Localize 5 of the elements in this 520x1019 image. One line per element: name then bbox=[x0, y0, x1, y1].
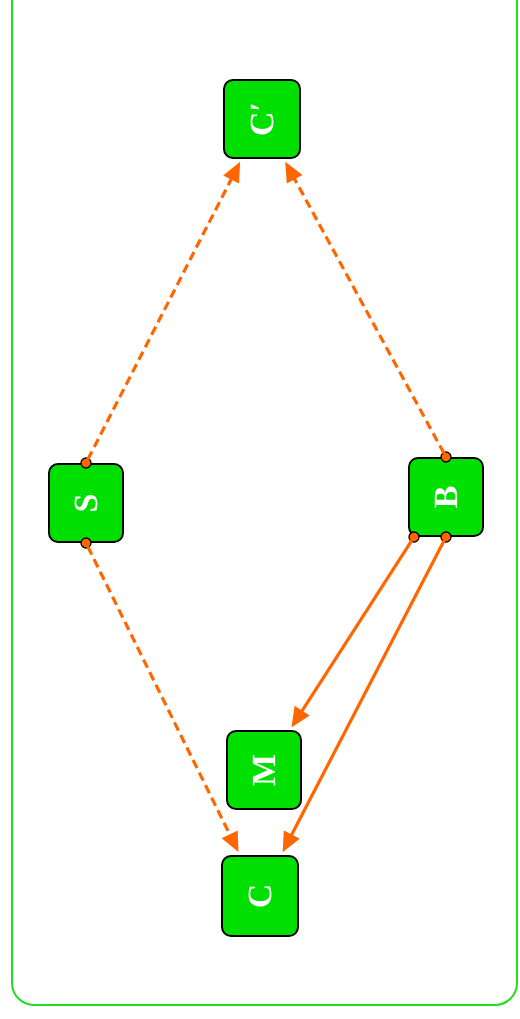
letter-box: C bbox=[221, 855, 299, 937]
letter-box: M bbox=[226, 730, 302, 810]
letter-box: S bbox=[48, 463, 124, 543]
letter-box: B bbox=[408, 457, 484, 537]
letter-box: C′ bbox=[223, 79, 301, 159]
